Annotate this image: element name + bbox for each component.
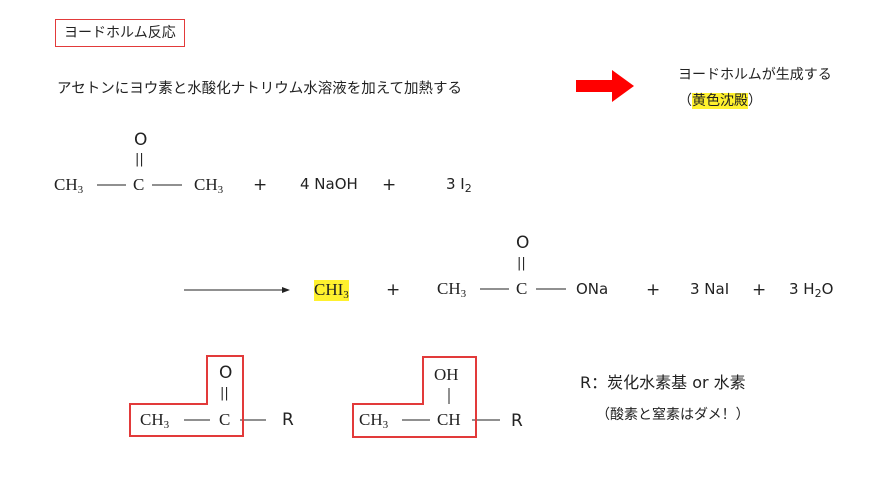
acetate-oxygen: O	[516, 233, 530, 253]
nai-label: 3 NaI	[690, 280, 730, 298]
exclusion-note: （酸素と窒素はダメ！）	[596, 407, 750, 423]
yellow-precipitate-label: 黄色沈殿	[692, 93, 748, 109]
acetone-oxygen: O	[134, 130, 148, 150]
acetate-ch3: CH3	[437, 279, 467, 300]
naoh-label: 4 NaOH	[300, 175, 358, 193]
acetone-ch3-left: CH3	[54, 175, 84, 196]
ona-label: ONa	[576, 280, 609, 298]
reaction-arrow-head	[282, 287, 290, 293]
acetone-ch3-right: CH3	[194, 175, 224, 196]
methyl-alcohol-box	[352, 356, 477, 438]
methyl-ketone-box	[129, 355, 244, 437]
alcohol-ch3: CH3	[359, 410, 389, 431]
alcohol-hydroxyl: OH	[434, 365, 459, 384]
alcohol-ch: CH	[437, 410, 461, 429]
ketone-double-bond: ||	[220, 386, 229, 401]
ketone-ch3: CH3	[140, 410, 170, 431]
plus-sign: +	[386, 280, 401, 300]
ketone-oxygen: O	[219, 363, 233, 383]
result-precipitate: （黄色沈殿）	[678, 90, 762, 110]
acetate-double-bond: ||	[517, 256, 526, 271]
acetone-carbon: C	[133, 175, 145, 194]
acetone-double-bond: ||	[135, 152, 144, 167]
r-definition: R：炭化水素基 or 水素	[580, 373, 746, 392]
alcohol-r-group: R	[511, 411, 523, 431]
acetate-carbon: C	[516, 279, 528, 298]
plus-sign: +	[752, 280, 767, 300]
reaction-description: アセトンにヨウ素と水酸化ナトリウム水溶液を加えて加熱する	[57, 81, 462, 97]
iodine-label: 3 I2	[446, 175, 472, 195]
paren-open: （	[678, 93, 692, 109]
result-text: ヨードホルムが生成する	[678, 67, 832, 83]
ketone-r-group: R	[282, 410, 294, 430]
water-label: 3 H2O	[789, 280, 834, 300]
plus-sign: +	[253, 175, 268, 195]
ketone-carbon: C	[219, 410, 231, 429]
plus-sign: +	[382, 175, 397, 195]
red-arrow-icon	[576, 70, 634, 102]
paren-close: ）	[748, 93, 762, 109]
page-title: ヨードホルム反応	[55, 19, 185, 47]
plus-sign: +	[646, 280, 661, 300]
iodoform-label: CHI3	[314, 280, 349, 301]
